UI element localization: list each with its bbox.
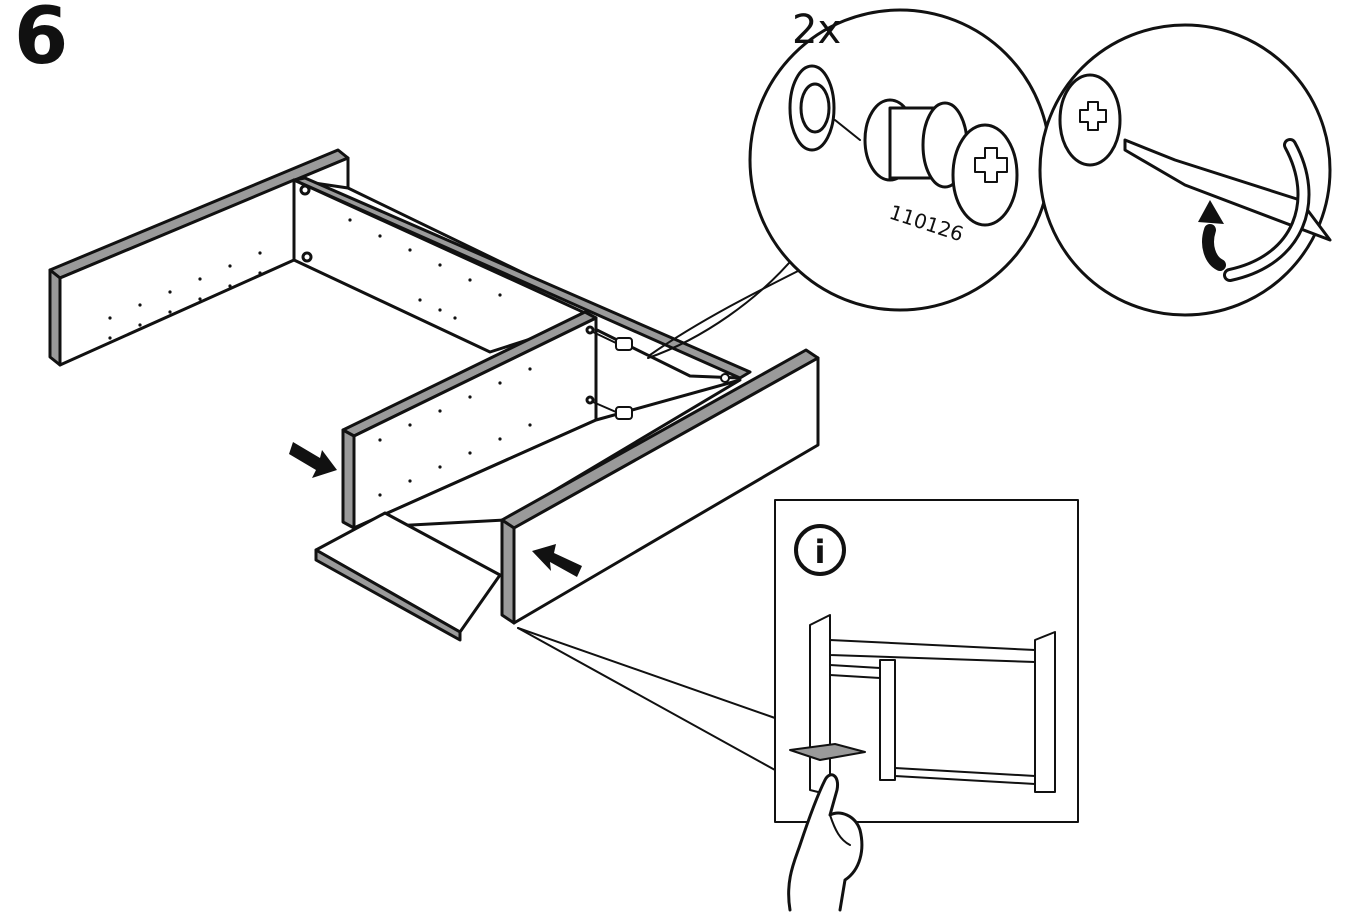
info-box: i bbox=[774, 499, 1079, 823]
front-panel bbox=[500, 348, 820, 625]
step-number: 6 bbox=[14, 0, 69, 82]
detail-circle-screwdriver bbox=[1038, 23, 1332, 317]
info-icon: i bbox=[794, 524, 846, 576]
bottom-panel bbox=[352, 378, 742, 530]
detail-circle-camlock: 110126 bbox=[748, 8, 1052, 312]
loose-shelf bbox=[314, 511, 502, 642]
shelf-unit-illustration bbox=[789, 614, 1056, 796]
push-arrow-icon bbox=[289, 442, 582, 577]
cam-lock-dowel bbox=[592, 331, 633, 420]
back-panel bbox=[48, 148, 350, 367]
divider-panel bbox=[341, 310, 598, 530]
rotate-arrow-icon bbox=[1198, 138, 1311, 282]
cam-lock-part bbox=[863, 98, 1019, 227]
quantity-label: 2x bbox=[792, 7, 842, 53]
pointing-hand-icon bbox=[787, 773, 864, 912]
left-side-panel bbox=[292, 176, 752, 380]
info-icon-letter: i bbox=[815, 533, 826, 571]
screwdriver-icon bbox=[1123, 138, 1332, 242]
